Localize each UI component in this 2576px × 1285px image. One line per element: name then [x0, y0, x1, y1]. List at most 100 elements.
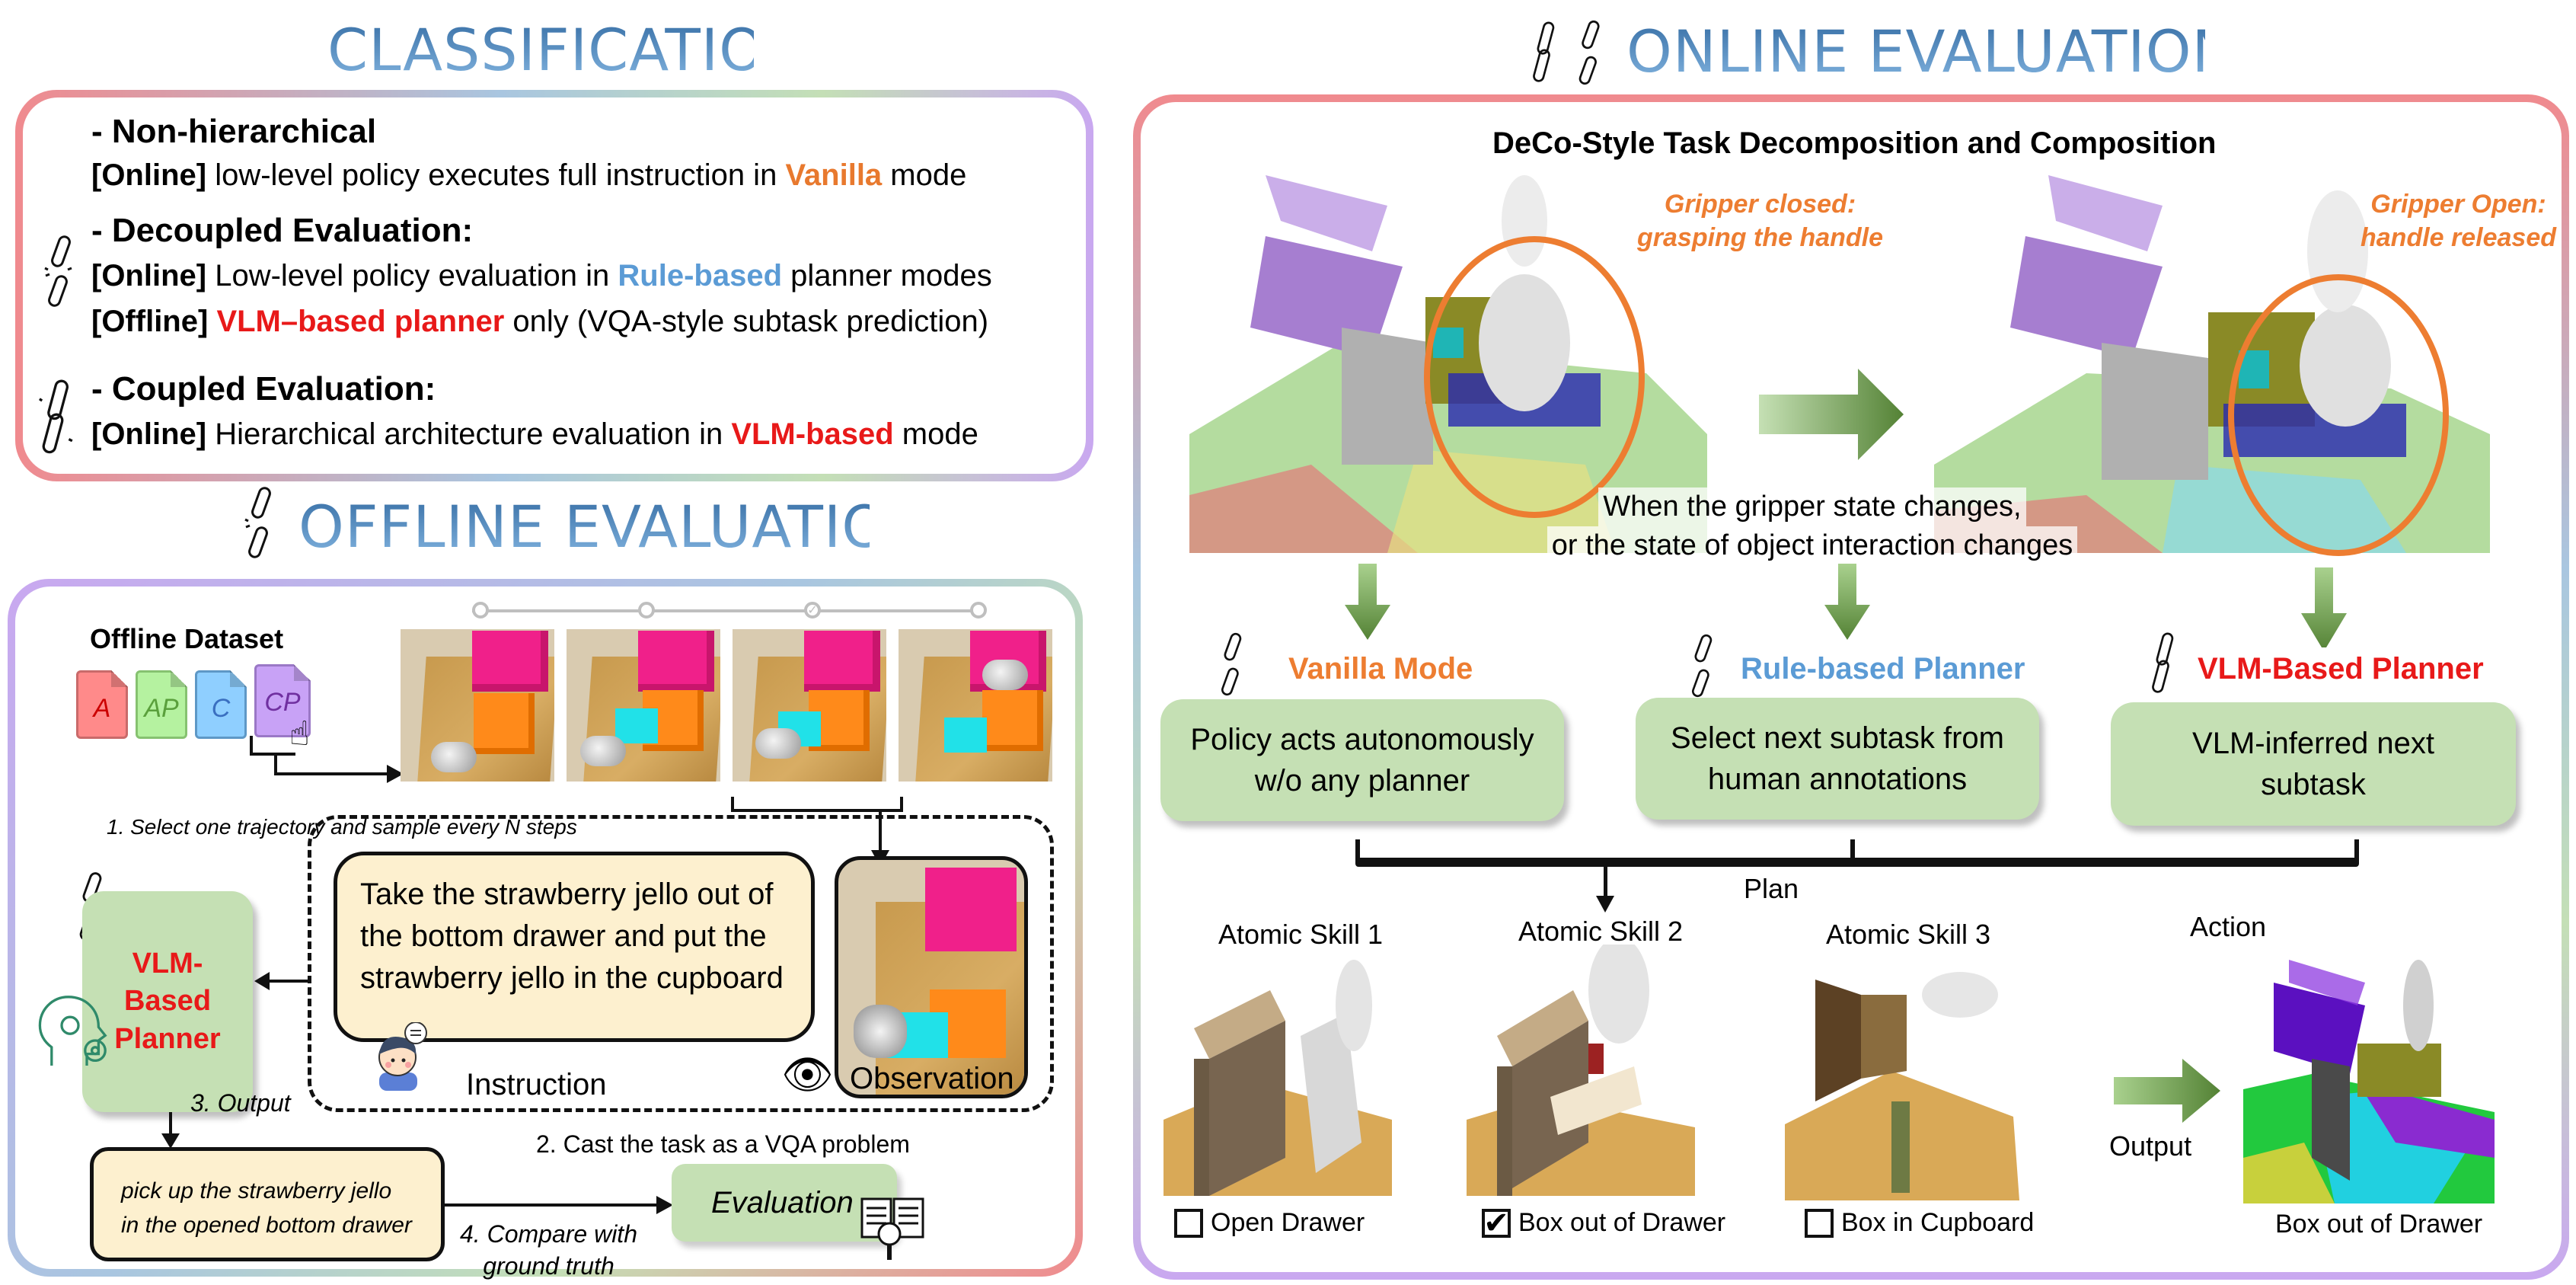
select-arrow	[274, 772, 388, 775]
instruction-text: Take the strawberry jello out of the bot…	[360, 877, 784, 996]
classification-panel: - Non-hierarchical [Online] low-level po…	[15, 90, 1093, 481]
compare-arrow	[445, 1203, 658, 1207]
output-arrow	[169, 1112, 172, 1138]
text	[208, 305, 216, 338]
vlm-based-planner-box[interactable]: VLM-inferred next subtask	[2111, 702, 2516, 826]
timeline-step-selected[interactable]: ✓	[804, 602, 821, 619]
trajectory-frame-1[interactable]	[401, 629, 554, 782]
file-a-label: A	[93, 694, 111, 723]
atomic-skill-2-title: Atomic Skill 2	[1518, 916, 1684, 947]
note-line: handle released	[2361, 223, 2557, 253]
timeline-slider[interactable]: ✓	[472, 602, 987, 619]
observation-arrow	[879, 810, 882, 853]
skill-1-check-row[interactable]: Open Drawer	[1174, 1208, 1365, 1238]
evaluation-label: Evaluation	[711, 1185, 854, 1219]
note-line: Gripper closed:	[1664, 190, 1856, 219]
decoupled-online-line: [Online] Low-level policy evaluation in …	[91, 259, 992, 293]
observation-label: Observation	[850, 1062, 1014, 1095]
select-connector	[274, 753, 277, 774]
action-title: Action	[2190, 911, 2267, 942]
down-arrow-icon	[1345, 564, 1390, 640]
planner-label-line: Based	[123, 985, 212, 1018]
atomic-skill-3-title: Atomic Skill 3	[1826, 919, 1991, 950]
action-caption: Box out of Drawer	[2275, 1210, 2483, 1239]
online-tag: [Online]	[91, 417, 207, 451]
broken-chain-icon	[238, 484, 283, 561]
planner-label-line: Planner	[114, 1022, 221, 1055]
text: only (VQA-style subtask prediction)	[504, 305, 989, 338]
gripper-highlight-circle	[2228, 274, 2449, 556]
skill-1-checkbox[interactable]	[1174, 1208, 1203, 1238]
vqa-input-box	[308, 815, 1054, 1112]
online-tag: [Online]	[91, 259, 207, 292]
output-bubble: pick up the strawberry jello in the open…	[90, 1147, 445, 1261]
timeline-step[interactable]	[970, 602, 987, 619]
trajectory-frame-3[interactable]	[733, 629, 886, 782]
state-change-text: When the gripper state changes, or the s…	[1515, 487, 2109, 566]
skill-3-check-label: Box in Cupboard	[1841, 1208, 2035, 1237]
mode-desc-line: VLM-inferred next	[2192, 727, 2434, 760]
output-arrow-icon	[2114, 1059, 2220, 1123]
mode-desc-line: Policy acts autonomously	[1190, 723, 1534, 756]
file-c-label: C	[211, 694, 231, 723]
file-a-icon[interactable]: A	[76, 670, 128, 739]
linked-chain-icon	[38, 376, 76, 459]
plan-bracket	[1355, 858, 2359, 867]
rule-based-highlight: Rule-based	[618, 259, 782, 292]
broken-chain-icon	[43, 233, 78, 309]
text: Low-level policy evaluation in	[206, 259, 618, 292]
mode-desc-line: w/o any planner	[1254, 764, 1470, 798]
step4-line: ground truth	[483, 1251, 614, 1280]
input-arrow	[265, 980, 308, 983]
vlm-based-planner-box[interactable]: VLM- Based Planner	[82, 891, 253, 1112]
vanilla-mode-label: Vanilla Mode	[1288, 652, 1473, 686]
timeline-step[interactable]	[638, 602, 655, 619]
decoupled-offline-line: [Offline] VLM–based planner only (VQA-st…	[91, 305, 988, 339]
down-arrow-icon	[1824, 564, 1870, 640]
file-ap-label: AP	[144, 694, 179, 723]
select-connector	[250, 736, 253, 754]
frame-bracket	[731, 797, 734, 810]
skill-3-checkbox[interactable]	[1805, 1208, 1834, 1238]
observation-image[interactable]	[835, 856, 1028, 1098]
trajectory-frame-2[interactable]	[567, 629, 720, 782]
step2-label: 2. Cast the task as a VQA problem	[536, 1130, 910, 1158]
timeline-step[interactable]	[472, 602, 489, 619]
rule-based-planner-label: Rule-based Planner	[1741, 652, 2025, 686]
instruction-bubble: Take the strawberry jello out of the bot…	[334, 852, 815, 1042]
step3-label: 3. Output	[190, 1089, 291, 1117]
file-c-icon[interactable]: C	[195, 670, 247, 739]
coupled-heading: - Coupled Evaluation:	[91, 370, 436, 408]
arrow-head	[387, 765, 404, 783]
skill-2-check-row[interactable]: ✔Box out of Drawer	[1482, 1208, 1726, 1239]
planner-label-line: VLM-	[132, 947, 203, 980]
gripper-closed-note: Gripper closed: grasping the handle	[1637, 187, 1883, 254]
arrow-head	[1596, 896, 1614, 913]
step4-label: 4. Compare with ground truth	[460, 1219, 637, 1282]
step1-label: 1. Select one trajectory and sample ever…	[107, 815, 577, 839]
mode-desc-line: subtask	[2261, 768, 2366, 801]
skill-3-check-row[interactable]: Box in Cupboard	[1805, 1208, 2034, 1238]
non-hierarchical-line: [Online] low-level policy executes full …	[91, 158, 966, 193]
note-line: grasping the handle	[1637, 223, 1884, 253]
file-cp-label: CP	[264, 688, 301, 717]
skill-2-check-label: Box out of Drawer	[1518, 1208, 1726, 1237]
atomic-skill-1-image	[1164, 945, 1410, 1196]
action-image	[2243, 960, 2495, 1203]
file-ap-icon[interactable]: AP	[136, 670, 187, 739]
arrow-head	[656, 1196, 673, 1214]
vanilla-mode-box[interactable]: Policy acts autonomously w/o any planner	[1160, 699, 1564, 821]
state-change-line: When the gripper state changes,	[1598, 487, 2026, 527]
file-cp-icon[interactable]: CP	[254, 664, 311, 737]
evaluation-box[interactable]: Evaluation	[672, 1164, 897, 1242]
vlm-based-highlight: VLM-based	[731, 417, 894, 451]
skill-2-checkbox-checked[interactable]: ✔	[1482, 1208, 1511, 1239]
offline-tag: [Offline]	[91, 305, 209, 338]
trajectory-frame-4[interactable]	[899, 629, 1052, 782]
decoupled-heading: - Decoupled Evaluation:	[91, 212, 474, 249]
vanilla-highlight: Vanilla	[785, 158, 883, 192]
arrow-head	[254, 972, 270, 990]
mode-desc-line: human annotations	[1707, 762, 1968, 796]
text: mode	[893, 417, 978, 451]
